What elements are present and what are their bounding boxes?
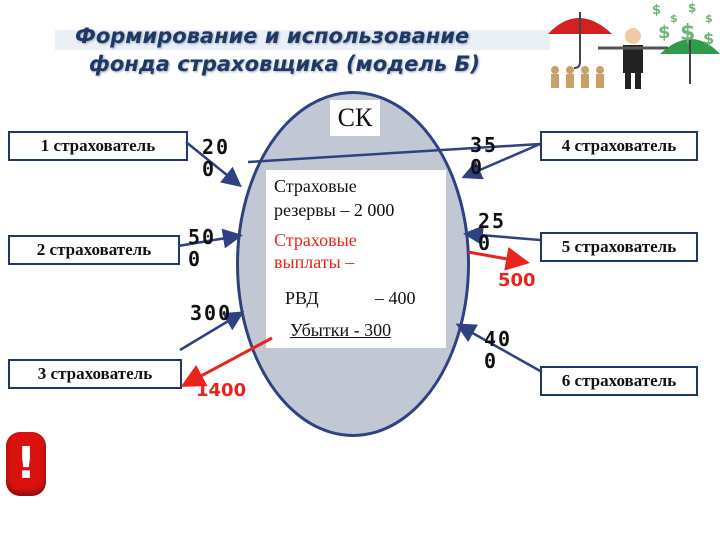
contribution-3-value: 300 xyxy=(190,301,233,325)
policyholder-1-box: 1 страхователь xyxy=(8,131,188,161)
svg-text:$: $ xyxy=(670,12,678,25)
payouts-line-1: Страховые xyxy=(274,230,357,250)
arrow-payout-3 xyxy=(180,336,273,387)
arrow-payout-5 xyxy=(467,247,530,271)
payout-3-value: 1400 xyxy=(196,380,247,401)
exclamation-icon: ! xyxy=(6,432,46,496)
arrow-contribution-5 xyxy=(463,225,541,246)
svg-text:$: $ xyxy=(658,22,671,43)
svg-text:$: $ xyxy=(652,3,661,18)
svg-text:$: $ xyxy=(680,21,695,46)
policyholder-6-box: 6 страхователь xyxy=(540,366,698,396)
svg-text:$: $ xyxy=(705,12,713,25)
rvd-value: – 400 xyxy=(375,288,416,308)
title-backdrop xyxy=(55,30,550,50)
umbrella-person-illustration: $ $ $ $ $ $ $ $ $ xyxy=(548,1,720,89)
slide-title: Формирование и использование фонда страх… xyxy=(75,22,545,78)
policyholder-3-box: 3 страхователь xyxy=(8,359,182,389)
losses-line: Убытки - 300 xyxy=(290,320,392,340)
arrow-contribution-4-extension xyxy=(247,142,541,164)
rvd-label: РВД xyxy=(285,288,319,308)
policyholder-4-box: 4 страхователь xyxy=(540,131,698,161)
contribution-2-value: 500 xyxy=(188,225,217,271)
contribution-6-value: 400 xyxy=(484,327,513,373)
arrow-contribution-3 xyxy=(179,311,245,352)
policyholder-5-box: 5 страхователь xyxy=(540,232,698,262)
payout-5-value: 500 xyxy=(498,270,536,291)
svg-text:$: $ xyxy=(695,64,703,77)
insurer-label: СК xyxy=(330,100,380,136)
reserves-line-2: резервы – 2 000 xyxy=(274,200,395,220)
arrow-contribution-1 xyxy=(185,141,242,188)
contribution-4-value: 350 xyxy=(470,133,499,179)
svg-text:$: $ xyxy=(678,66,686,79)
contribution-1-value: 200 xyxy=(202,135,231,181)
contribution-5-value: 250 xyxy=(478,209,507,255)
title-line-1: Формирование и использование xyxy=(75,24,470,48)
arrow-contribution-6 xyxy=(455,323,543,374)
fund-details-box xyxy=(266,170,446,348)
svg-text:$: $ xyxy=(703,29,714,48)
svg-text:$: $ xyxy=(688,1,696,15)
payouts-line-2: выплаты – xyxy=(274,252,355,272)
arrow-contribution-2 xyxy=(177,228,243,249)
arrow-contribution-4 xyxy=(461,142,541,180)
title-line-2: фонда страховщика (модель Б) xyxy=(89,52,480,76)
reserves-line-1: Страховые xyxy=(274,176,357,196)
policyholder-2-box: 2 страхователь xyxy=(8,235,180,265)
